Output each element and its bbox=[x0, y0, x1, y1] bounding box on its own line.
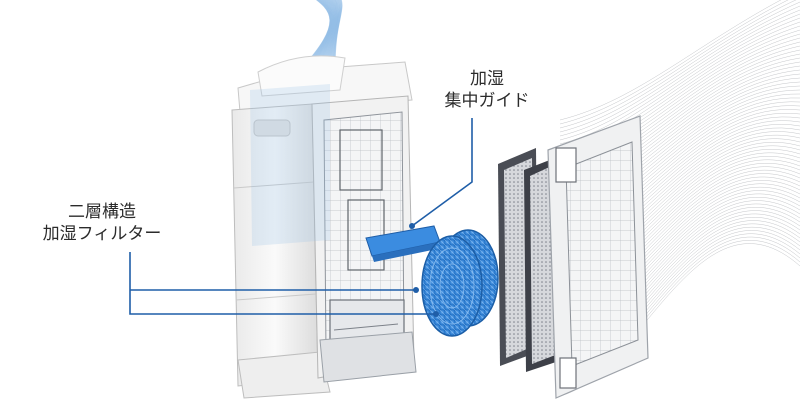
front-panel bbox=[547, 115, 649, 399]
leader-endpoints bbox=[409, 223, 439, 317]
callout-filter-line2: 加湿フィルター bbox=[42, 224, 162, 244]
filter-leader bbox=[129, 252, 436, 315]
guide-leader bbox=[411, 118, 473, 227]
airflow-stroke bbox=[559, 9, 800, 141]
callout-guide-line1: 加湿 bbox=[470, 69, 504, 89]
purifier-body bbox=[231, 55, 417, 399]
airflow-stroke bbox=[559, 5, 800, 137]
callout-humidification-filter: 二層構造 加湿フィルター bbox=[36, 201, 168, 245]
callout-filter-line1: 二層構造 bbox=[68, 202, 136, 222]
airflow-stroke bbox=[559, 0, 789, 125]
callout-leader-lines bbox=[129, 118, 473, 315]
callout-humidification-guide: 加湿 集中ガイド bbox=[432, 68, 542, 112]
airflow-stroke bbox=[559, 1, 800, 133]
airflow-stroke bbox=[559, 0, 797, 129]
airflow-stroke bbox=[559, 17, 800, 149]
airflow-stroke bbox=[559, 13, 800, 145]
callout-guide-line2: 集中ガイド bbox=[444, 91, 530, 111]
humidification-filter-discs bbox=[421, 229, 499, 337]
airflow-stroke bbox=[559, 0, 782, 121]
